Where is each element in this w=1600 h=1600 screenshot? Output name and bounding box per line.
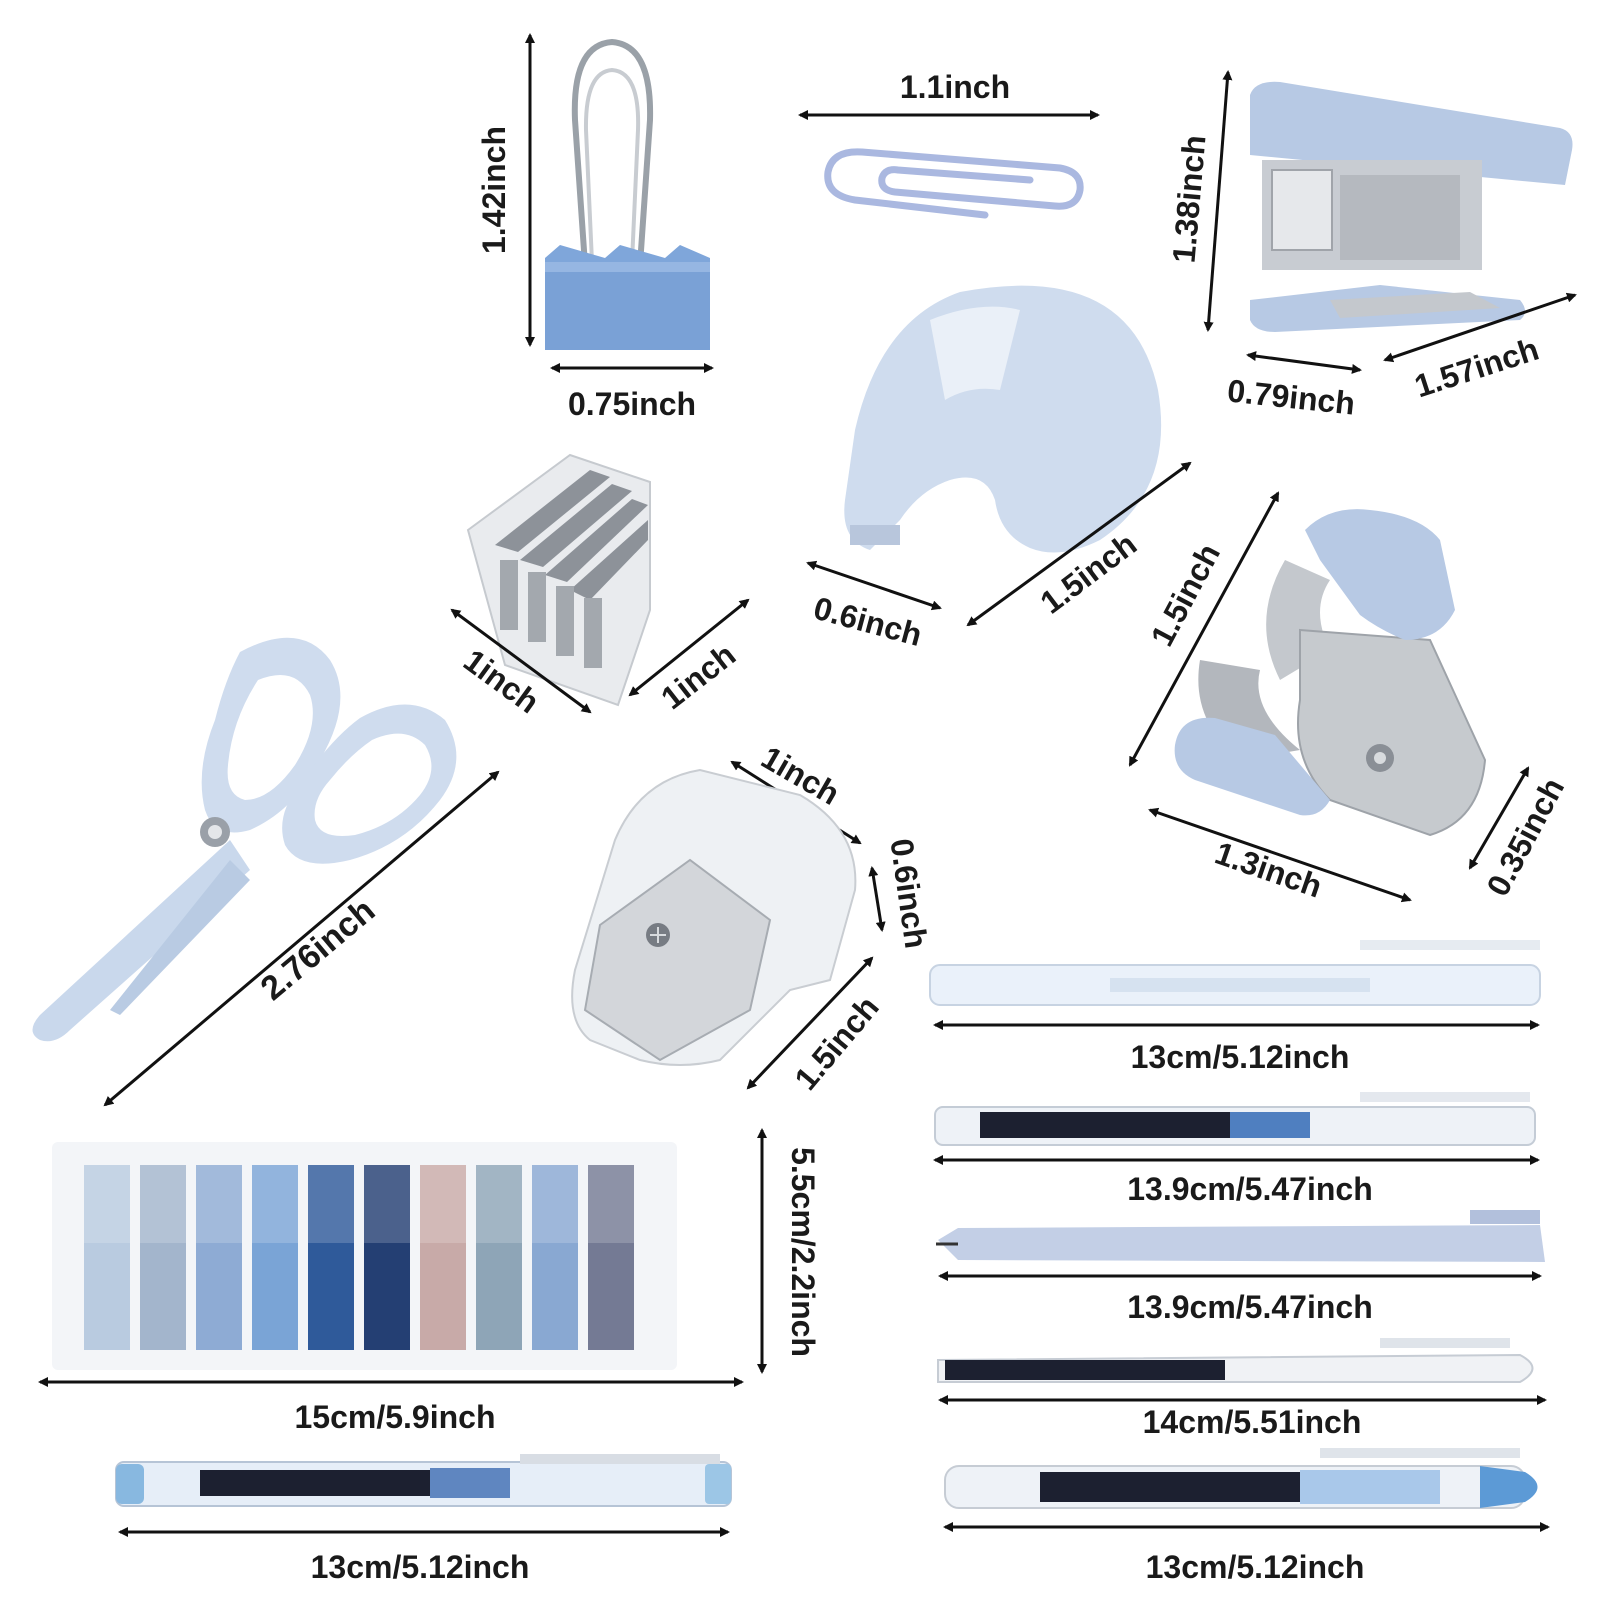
- sticky-note-flag: [532, 1165, 578, 1243]
- stapler-height-arrow: [1203, 70, 1233, 332]
- tape-width-label: 0.6inch: [810, 590, 926, 653]
- sticky-note-strip: [308, 1165, 354, 1350]
- pen-icon: [115, 1454, 732, 1507]
- sharpener-depth-label: 0.6inch: [883, 836, 934, 950]
- sticky-note-strip: [476, 1165, 522, 1350]
- pen-icon: [944, 1448, 1538, 1509]
- tape-diameter-arrow: [966, 461, 1192, 627]
- sharpener-length-arrow: [746, 956, 874, 1090]
- remover-height-arrow: [1128, 491, 1280, 767]
- stapler-height-label: 1.38inch: [1166, 134, 1213, 265]
- sticky-note-flag: [308, 1165, 354, 1243]
- staples-depth-arrow: [628, 598, 750, 697]
- pen-icon: [936, 1210, 1545, 1262]
- staples-depth-label: 1inch: [654, 636, 742, 716]
- tape-dispenser-icon: [844, 285, 1162, 553]
- sticky-note-strip: [364, 1165, 410, 1350]
- remover-width-arrow: [1468, 766, 1530, 870]
- notes-width-label: 15cm/5.9inch: [295, 1399, 496, 1435]
- remover-width-label: 0.35inch: [1479, 772, 1571, 902]
- staples-width-arrow: [450, 608, 592, 714]
- scissors-icon: [32, 637, 457, 1042]
- pen4-label: 14cm/5.51inch: [1143, 1404, 1362, 1440]
- pen-icon: [937, 1338, 1534, 1383]
- scissors-arrow: [103, 770, 500, 1107]
- remover-height-label: 1.5inch: [1144, 538, 1228, 652]
- pen-icon: [934, 1092, 1536, 1146]
- pen2-label: 13.9cm/5.47inch: [1127, 1171, 1372, 1207]
- sticky-note-flag: [588, 1165, 634, 1243]
- sticky-note-strip: [140, 1165, 186, 1350]
- sticky-note-strip: [588, 1165, 634, 1350]
- paperclip-icon: [824, 148, 1084, 219]
- sharpener-depth-arrow: [868, 866, 886, 932]
- stapler-icon: [1250, 81, 1573, 332]
- stapler-length-label: 1.57inch: [1410, 331, 1543, 405]
- sticky-note-strip: [532, 1165, 578, 1350]
- staple-remover-icon: [1174, 509, 1487, 837]
- sticky-note-strip: [84, 1165, 130, 1350]
- sticky-note-flag: [196, 1165, 242, 1243]
- sticky-note-flag: [84, 1165, 130, 1243]
- scissors-label: 2.76inch: [254, 891, 383, 1008]
- pen-icon: [929, 940, 1541, 1006]
- sticky-note-strip: [420, 1165, 466, 1350]
- binder-clip-icon: [545, 38, 710, 350]
- sticky-notes-icon: [52, 1142, 677, 1370]
- clip-width-label: 0.75inch: [568, 386, 696, 422]
- pen3-label: 13.9cm/5.47inch: [1127, 1289, 1372, 1325]
- paperclip-label: 1.1inch: [900, 69, 1010, 105]
- sticky-note-flag: [364, 1165, 410, 1243]
- stapler-depth-arrow: [1246, 351, 1362, 374]
- sharpener-length-label: 1.5inch: [787, 989, 885, 1097]
- tape-width-arrow: [806, 560, 942, 611]
- pen5-label: 13cm/5.12inch: [1146, 1549, 1365, 1585]
- stapler-depth-label: 0.79inch: [1226, 372, 1357, 421]
- pen6-label: 13cm/5.12inch: [311, 1549, 530, 1585]
- pen1-label: 13cm/5.12inch: [1131, 1039, 1350, 1075]
- remover-length-arrow: [1148, 807, 1412, 903]
- remover-length-label: 1.3inch: [1211, 835, 1327, 905]
- sticky-note-flag: [140, 1165, 186, 1243]
- notes-height-label: 5.5cm/2.2inch: [785, 1147, 821, 1357]
- sticky-note-strip: [252, 1165, 298, 1350]
- stapler-length-arrow: [1383, 292, 1577, 363]
- sticky-note-flag: [420, 1165, 466, 1243]
- sticky-note-strip: [196, 1165, 242, 1350]
- clip-height-label: 1.42inch: [476, 126, 512, 254]
- sticky-note-flag: [252, 1165, 298, 1243]
- sticky-note-flag: [476, 1165, 522, 1243]
